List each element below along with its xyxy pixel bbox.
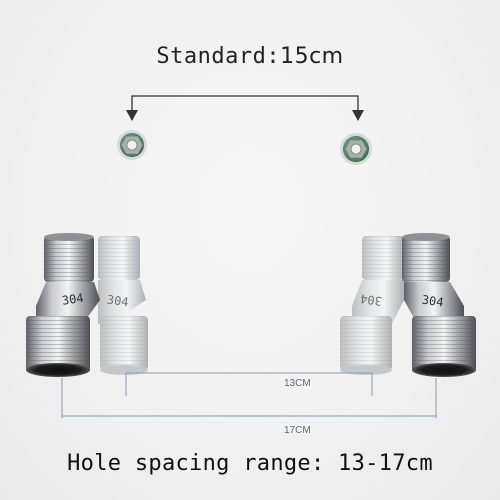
- stamp-right-pale: 304: [359, 291, 382, 308]
- left-wall-valve: [117, 130, 147, 160]
- right-pale-fitting: [340, 236, 404, 375]
- standard-label-text: Standard:: [156, 44, 281, 69]
- standard-value-text: 15cm: [280, 44, 344, 69]
- left-dark-fitting: [26, 233, 100, 377]
- standard-spacing-label: Standard:15cm: [0, 44, 500, 69]
- stamp-left-pale: 304: [106, 293, 129, 310]
- stamp-right-dark: 304: [421, 293, 444, 310]
- right-wall-valve: [340, 133, 372, 165]
- hole-spacing-caption: Hole spacing range: 13-17cm: [67, 451, 433, 476]
- dimension-13-label: 13CM: [284, 378, 311, 389]
- dimension-17-label: 17CM: [284, 425, 311, 436]
- right-dark-fitting: [402, 233, 476, 377]
- dimension-lines: [61, 372, 437, 418]
- stamp-left-dark: 304: [61, 291, 84, 308]
- left-pale-fitting: [98, 236, 148, 375]
